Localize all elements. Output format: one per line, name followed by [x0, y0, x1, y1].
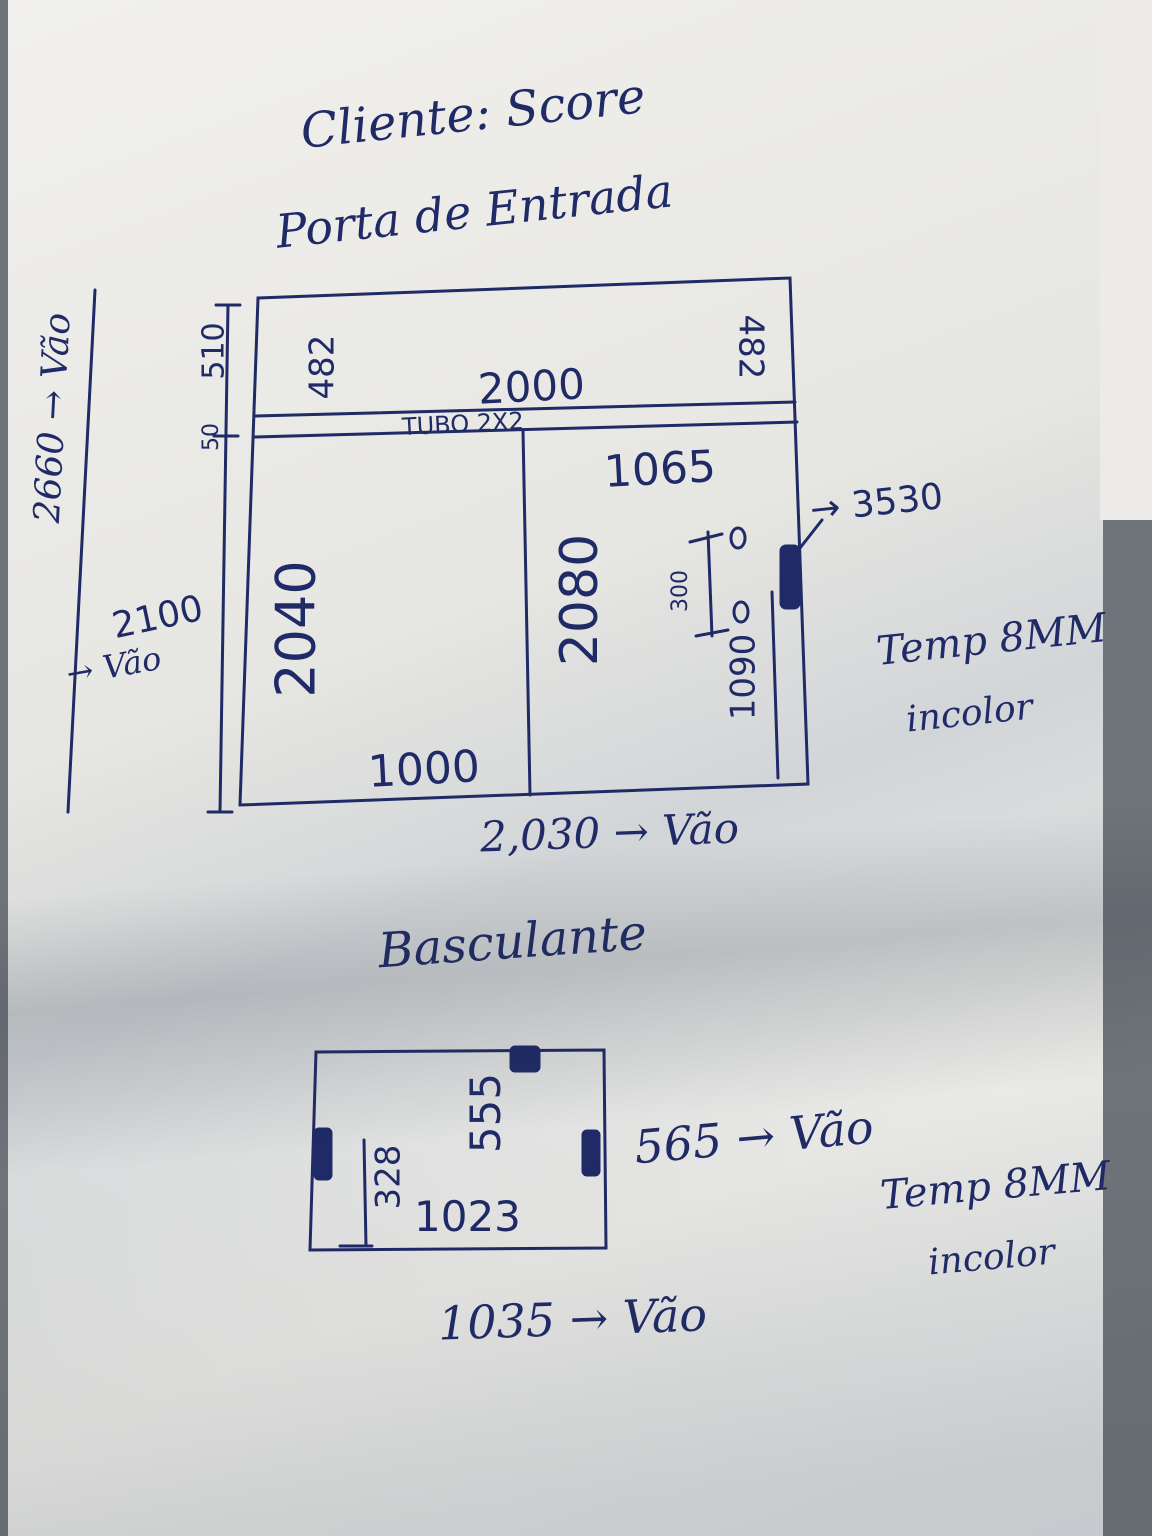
label-1023: 1023 [414, 1192, 521, 1241]
label-510: 510 [196, 322, 232, 380]
label-300: 300 [668, 570, 693, 612]
basculante-frame [308, 1048, 608, 1252]
label-328: 328 [368, 1144, 409, 1210]
basculante-hinge-top-icon [509, 1045, 541, 1073]
label-2000: 2000 [476, 359, 587, 414]
label-555: 555 [461, 1072, 511, 1154]
label-1065: 1065 [602, 441, 718, 498]
label-1090: 1090 [723, 633, 764, 721]
dimension-line-1090 [770, 590, 780, 780]
basculante-hinge-right-icon [581, 1129, 601, 1177]
dimension-tick-300-bottom [694, 628, 730, 638]
adjacent-paper [1100, 0, 1152, 520]
dimension-line-left [218, 303, 230, 814]
label-482-left: 482 [302, 334, 343, 400]
label-1035-vao: 1035 → Vão [437, 1287, 708, 1351]
label-2040: 2040 [264, 560, 328, 698]
door-outer-frame [238, 276, 810, 807]
lock-hole-top-icon [729, 526, 747, 550]
handle-pointer-line [798, 518, 824, 550]
door-vertical-divider [521, 428, 532, 797]
basculante-hinge-left-icon [313, 1127, 333, 1181]
door-transom-line-bottom [253, 420, 799, 439]
lock-hole-bottom-icon [732, 600, 750, 624]
door-handle-icon [779, 544, 801, 610]
label-2080: 2080 [550, 533, 611, 667]
label-2030-vao: 2,030 → Vão [479, 803, 740, 862]
dimension-line-300 [706, 530, 714, 638]
label-tubo: TUBO 2X2 [401, 406, 525, 442]
dimension-line-328 [362, 1138, 368, 1248]
label-1000: 1000 [366, 741, 482, 798]
paper-sheet [8, 0, 1103, 1536]
dimension-line-2660 [66, 288, 97, 814]
dimension-tick-300-top [688, 532, 724, 544]
door-transom-line-top [253, 400, 797, 418]
label-482-right: 482 [730, 314, 771, 380]
label-50: 50 [199, 423, 224, 451]
